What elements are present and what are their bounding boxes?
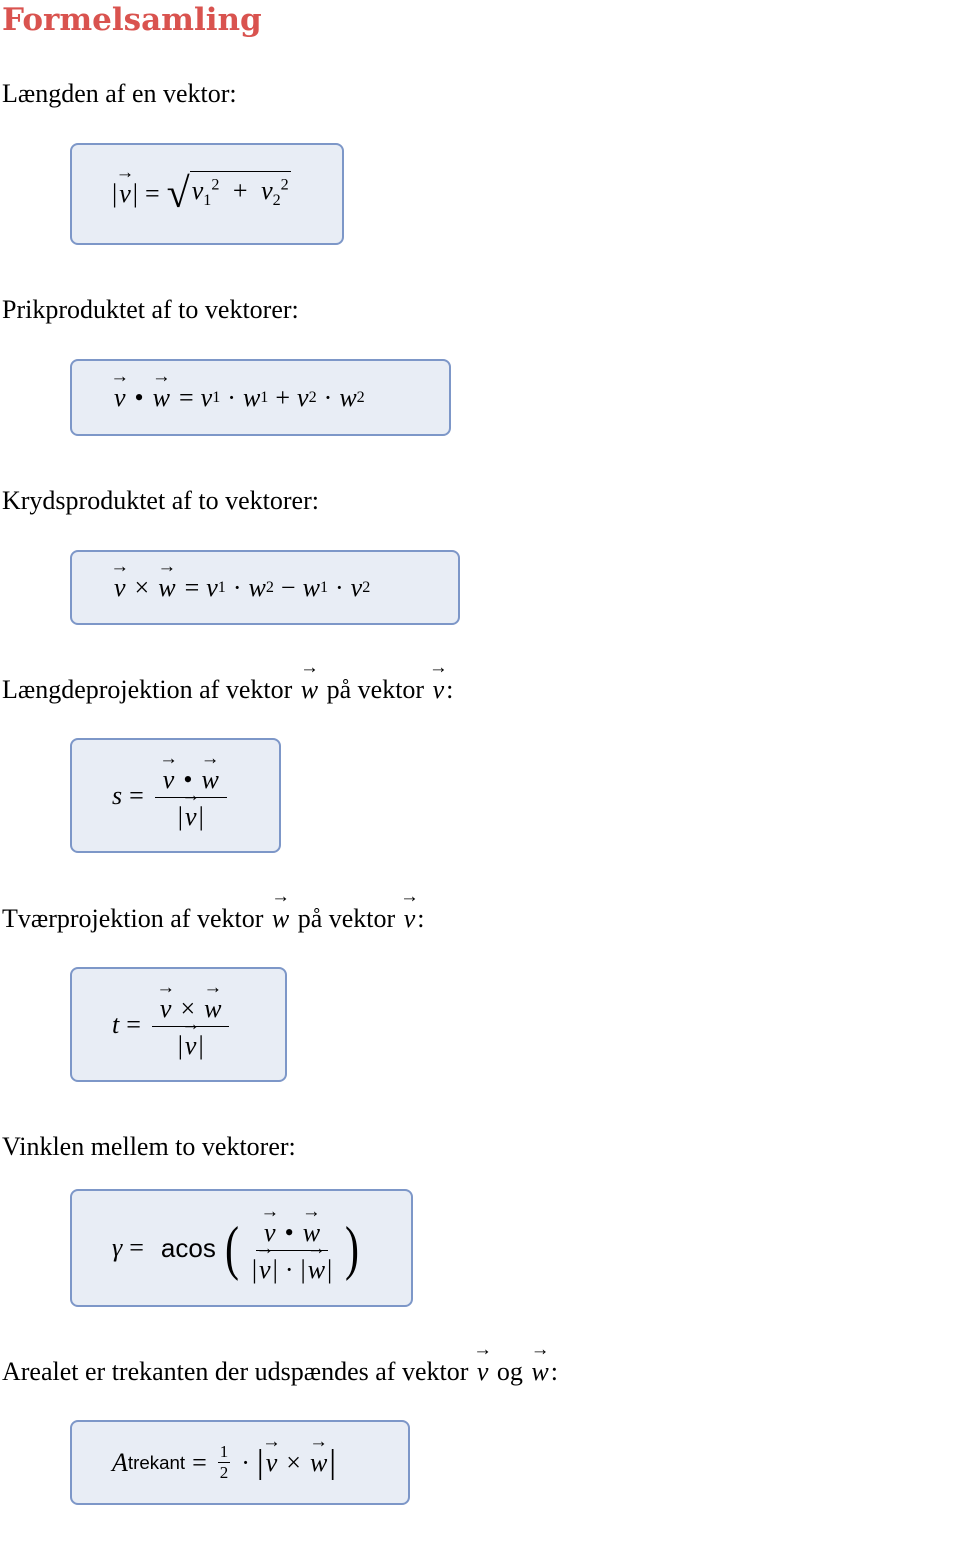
formula-cross-product: v×w = v1 · w2 − w1 · v2: [70, 550, 460, 625]
page-title: Formelsamling: [2, 2, 262, 38]
label-dot-product: Prikproduktet af to vektorer:: [2, 295, 299, 324]
label-area: Arealet er trekanten der udspændes af ve…: [2, 1356, 558, 1388]
label-cross-product: Krydsproduktet af to vektorer:: [2, 486, 319, 515]
label-angle: Vinklen mellem to vektorer:: [2, 1132, 296, 1161]
formula-transverse-projection: t= v×w |v|: [70, 967, 287, 1082]
label-transverse-projection: Tværprojektion af vektor w på vektor v:: [2, 903, 424, 935]
formula-length: |v| = √ v12 + v22: [70, 143, 344, 245]
label-length: Længden af en vektor:: [2, 79, 237, 108]
formula-dot-product: v•w = v1 · w1 + v2 · w2: [70, 359, 451, 436]
formula-length-projection: s= v•w |v|: [70, 738, 281, 853]
label-length-projection: Længdeprojektion af vektor w på vektor v…: [2, 674, 453, 706]
formula-angle: γ= acos ( v•w |v|·|w| ): [70, 1189, 413, 1307]
